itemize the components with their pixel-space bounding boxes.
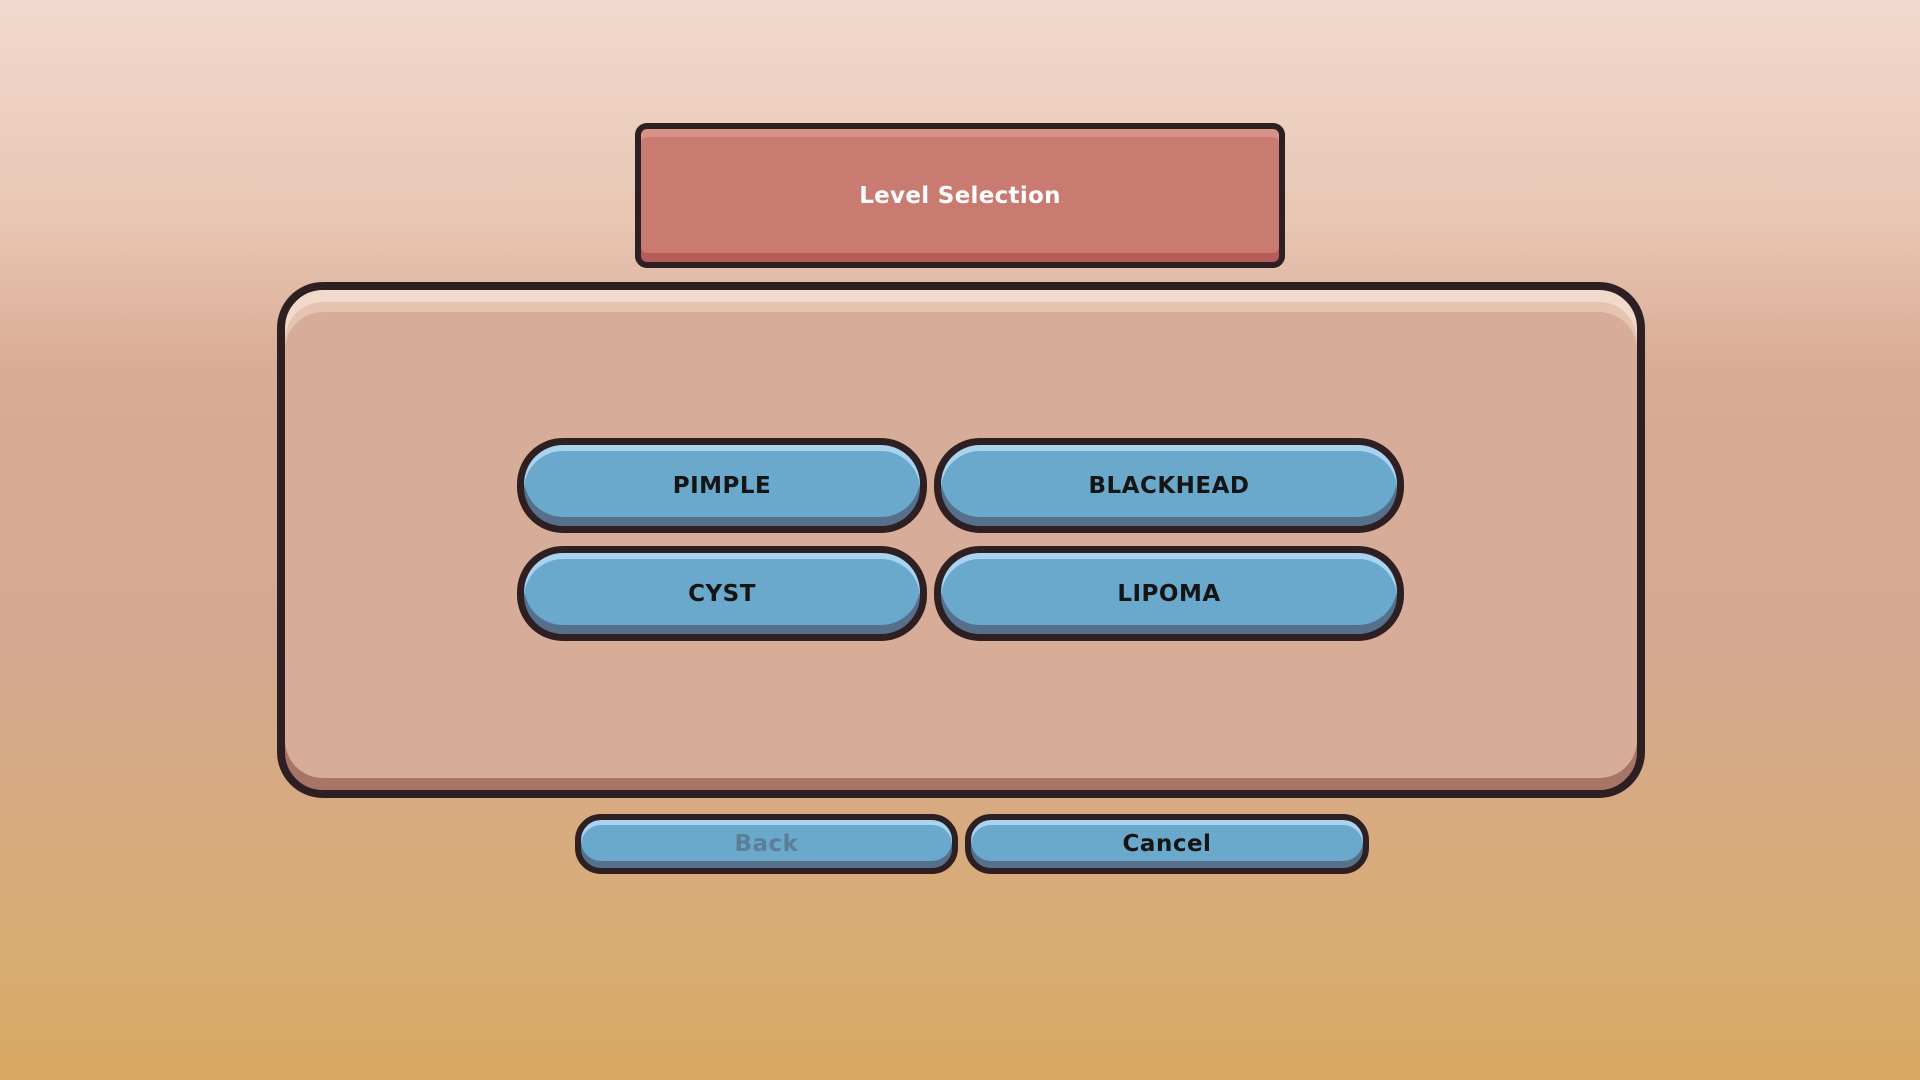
level-button-lipoma[interactable]: LIPOMA — [934, 546, 1404, 641]
level-button-label: BLACKHEAD — [1088, 472, 1250, 499]
level-button-label: CYST — [688, 580, 756, 607]
back-button-label: Back — [734, 831, 799, 857]
level-button-label: LIPOMA — [1117, 580, 1221, 607]
level-panel — [277, 282, 1645, 798]
level-button-pimple[interactable]: PIMPLE — [517, 438, 927, 533]
cancel-button-label: Cancel — [1122, 831, 1212, 857]
cancel-button[interactable]: Cancel — [965, 814, 1369, 874]
level-button-cyst[interactable]: CYST — [517, 546, 927, 641]
title-banner: Level Selection — [635, 123, 1285, 268]
back-button[interactable]: Back — [575, 814, 958, 874]
level-button-blackhead[interactable]: BLACKHEAD — [934, 438, 1404, 533]
level-button-label: PIMPLE — [672, 472, 772, 499]
page-title: Level Selection — [859, 182, 1061, 209]
